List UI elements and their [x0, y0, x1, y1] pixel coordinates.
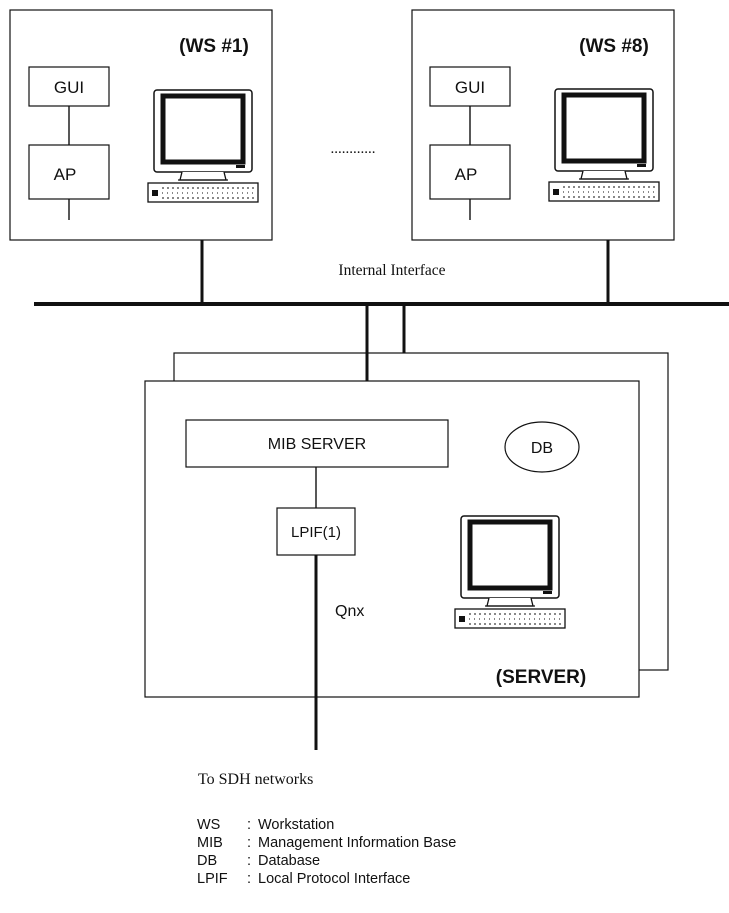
workstation-1-ap-label: AP — [54, 165, 77, 184]
legend-separator: : — [247, 817, 251, 833]
mib-server-label: MIB SERVER — [268, 436, 366, 453]
legend-abbr: MIB — [197, 835, 223, 851]
legend-abbr: LPIF — [197, 871, 228, 887]
workstation-1-computer-icon — [148, 90, 258, 202]
legend-separator: : — [247, 835, 251, 851]
internal-interface-label: Internal Interface — [338, 262, 445, 279]
workstation-1: GUI AP (WS #1) — [9, 9, 273, 241]
workstation-1-title: (WS #1) — [179, 36, 249, 57]
legend-separator: : — [247, 871, 251, 887]
sdh-networks-label: To SDH networks — [198, 771, 313, 788]
legend-description: Database — [258, 853, 320, 869]
lpif-label: LPIF(1) — [291, 524, 341, 541]
legend-abbr: DB — [197, 853, 217, 869]
legend-description: Workstation — [258, 817, 334, 833]
workstation-8-ap-label: AP — [455, 165, 478, 184]
legend-separator: : — [247, 853, 251, 869]
workstation-1-gui-label: GUI — [54, 78, 84, 97]
workstation-8: GUI AP (WS #8) — [411, 9, 675, 241]
legend-description: Management Information Base — [258, 835, 456, 851]
legend-abbr: WS — [197, 817, 220, 833]
server-computer-icon — [455, 516, 565, 628]
workstation-1-gui-box — [28, 66, 110, 107]
legend: WS : Workstation MIB : Management Inform… — [197, 817, 456, 887]
workstation-ellipsis: ............ — [331, 141, 376, 157]
qnx-label: Qnx — [335, 603, 364, 620]
workstation-8-computer-icon — [549, 89, 659, 201]
workstation-8-gui-box — [429, 66, 511, 107]
workstation-8-gui-label: GUI — [455, 78, 485, 97]
server: MIB SERVER DB LPIF(1) Qnx (SERVER) — [144, 304, 669, 698]
legend-description: Local Protocol Interface — [258, 871, 410, 887]
database-label: DB — [531, 440, 553, 457]
database-ellipse — [504, 421, 580, 473]
workstation-8-title: (WS #8) — [579, 36, 649, 57]
server-title: (SERVER) — [496, 667, 586, 688]
mib-server-box — [185, 419, 449, 468]
